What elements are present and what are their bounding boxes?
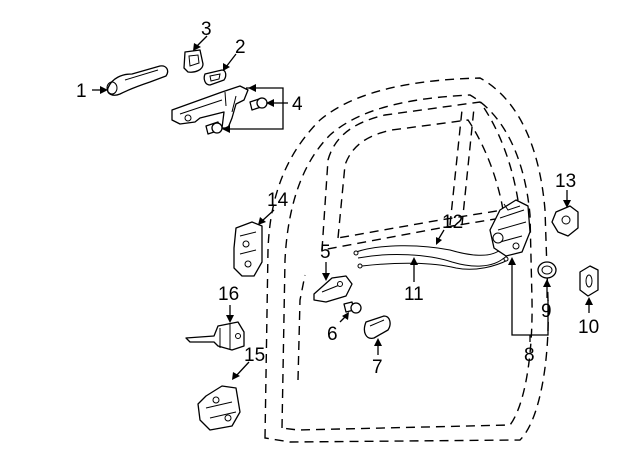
callout-6: 6 (327, 324, 338, 345)
outside-door-handle (106, 65, 169, 96)
callout-11: 11 (404, 284, 424, 305)
window-frame (321, 101, 521, 251)
callout-13: 13 (555, 171, 576, 192)
lock-cables (353, 245, 509, 270)
door-lock-assembly (489, 199, 531, 257)
door-outer-edge (264, 77, 549, 443)
inside-handle (363, 315, 391, 339)
door-inner-edge (281, 94, 533, 431)
callout-5: 5 (320, 242, 331, 263)
callout-1: 1 (76, 81, 87, 102)
callout-16: 16 (218, 284, 239, 305)
callout-3: 3 (201, 19, 212, 40)
callout-7: 7 (372, 357, 383, 378)
upper-hinge (233, 221, 263, 277)
callout-8: 8 (524, 345, 535, 366)
cable-clip (579, 265, 599, 297)
door-check (185, 321, 245, 351)
bracket-screw (343, 301, 362, 314)
grommet (537, 261, 557, 279)
callout-labels: 1 2 3 4 5 6 7 8 9 10 11 12 13 14 15 16 (76, 19, 599, 378)
handle-bolt-lower (205, 121, 223, 135)
callout-15: 15 (244, 345, 265, 366)
door-striker (551, 205, 579, 237)
callout-2: 2 (235, 37, 246, 58)
window-inner (337, 119, 504, 239)
handle-frame (171, 85, 249, 129)
callout-12: 12 (442, 212, 463, 233)
callout-10: 10 (578, 317, 599, 338)
handle-bolt-upper (249, 97, 268, 111)
handle-pad-lower (203, 69, 227, 86)
window-divider (449, 107, 475, 226)
callout-9: 9 (541, 301, 552, 322)
door-lower-panel (297, 274, 306, 381)
inside-handle-bracket (313, 275, 353, 303)
callout-14: 14 (267, 190, 289, 211)
leader-lines (92, 35, 593, 380)
rear-door-outline (264, 77, 549, 443)
handle-pad-upper (183, 49, 204, 73)
lower-hinge (197, 385, 241, 431)
callout-4: 4 (292, 94, 303, 115)
